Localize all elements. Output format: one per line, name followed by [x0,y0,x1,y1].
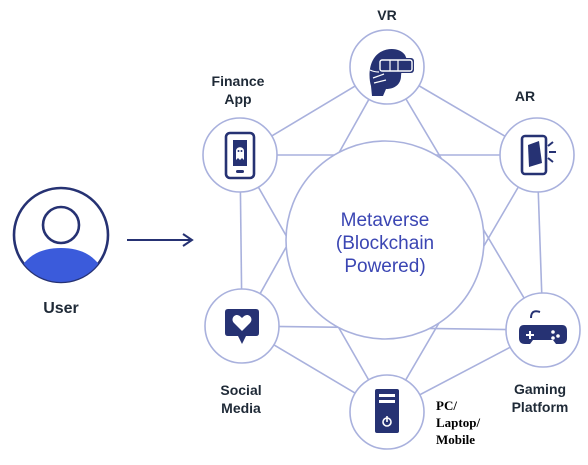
finance-label-line2: App [224,91,252,107]
gaming-platform-label: Gaming Platform [495,380,585,416]
pc-label-line1: PC/ [436,398,457,413]
metaverse-label: Metaverse (Blockchain Powered) [310,209,460,278]
user-avatar-icon [12,186,110,284]
metaverse-center-circle [285,140,485,340]
finance-app-icon [224,131,256,180]
user-to-metaverse-arrow [127,233,194,247]
gaming-label-line1: Gaming [513,381,567,397]
social-label-line1: Social [220,382,262,398]
pc-label-line2: Laptop/ [436,415,481,430]
finance-label-line1: Finance [211,73,265,89]
social-heart-icon [225,309,259,344]
ar-phone-icon [520,134,556,176]
metaverse-label-line3: Powered) [344,256,426,277]
ar-label: AR [514,88,536,104]
vr-label: VR [377,7,397,23]
social-label-line2: Media [221,400,261,416]
user-label: User [43,300,79,317]
vr-headset-icon [369,49,414,96]
metaverse-label-line2: (Blockchain [335,233,435,254]
pc-tower-icon [375,389,399,433]
gaming-controller-icon [519,310,567,344]
metaverse-label-line1: Metaverse [340,210,430,231]
pc-label-line3: Mobile [436,432,475,447]
social-media-label: Social Media [196,381,286,417]
gaming-label-line2: Platform [511,399,569,415]
finance-app-label: Finance App [193,72,283,108]
pc-laptop-mobile-label: PC/ Laptop/ Mobile [436,397,516,448]
